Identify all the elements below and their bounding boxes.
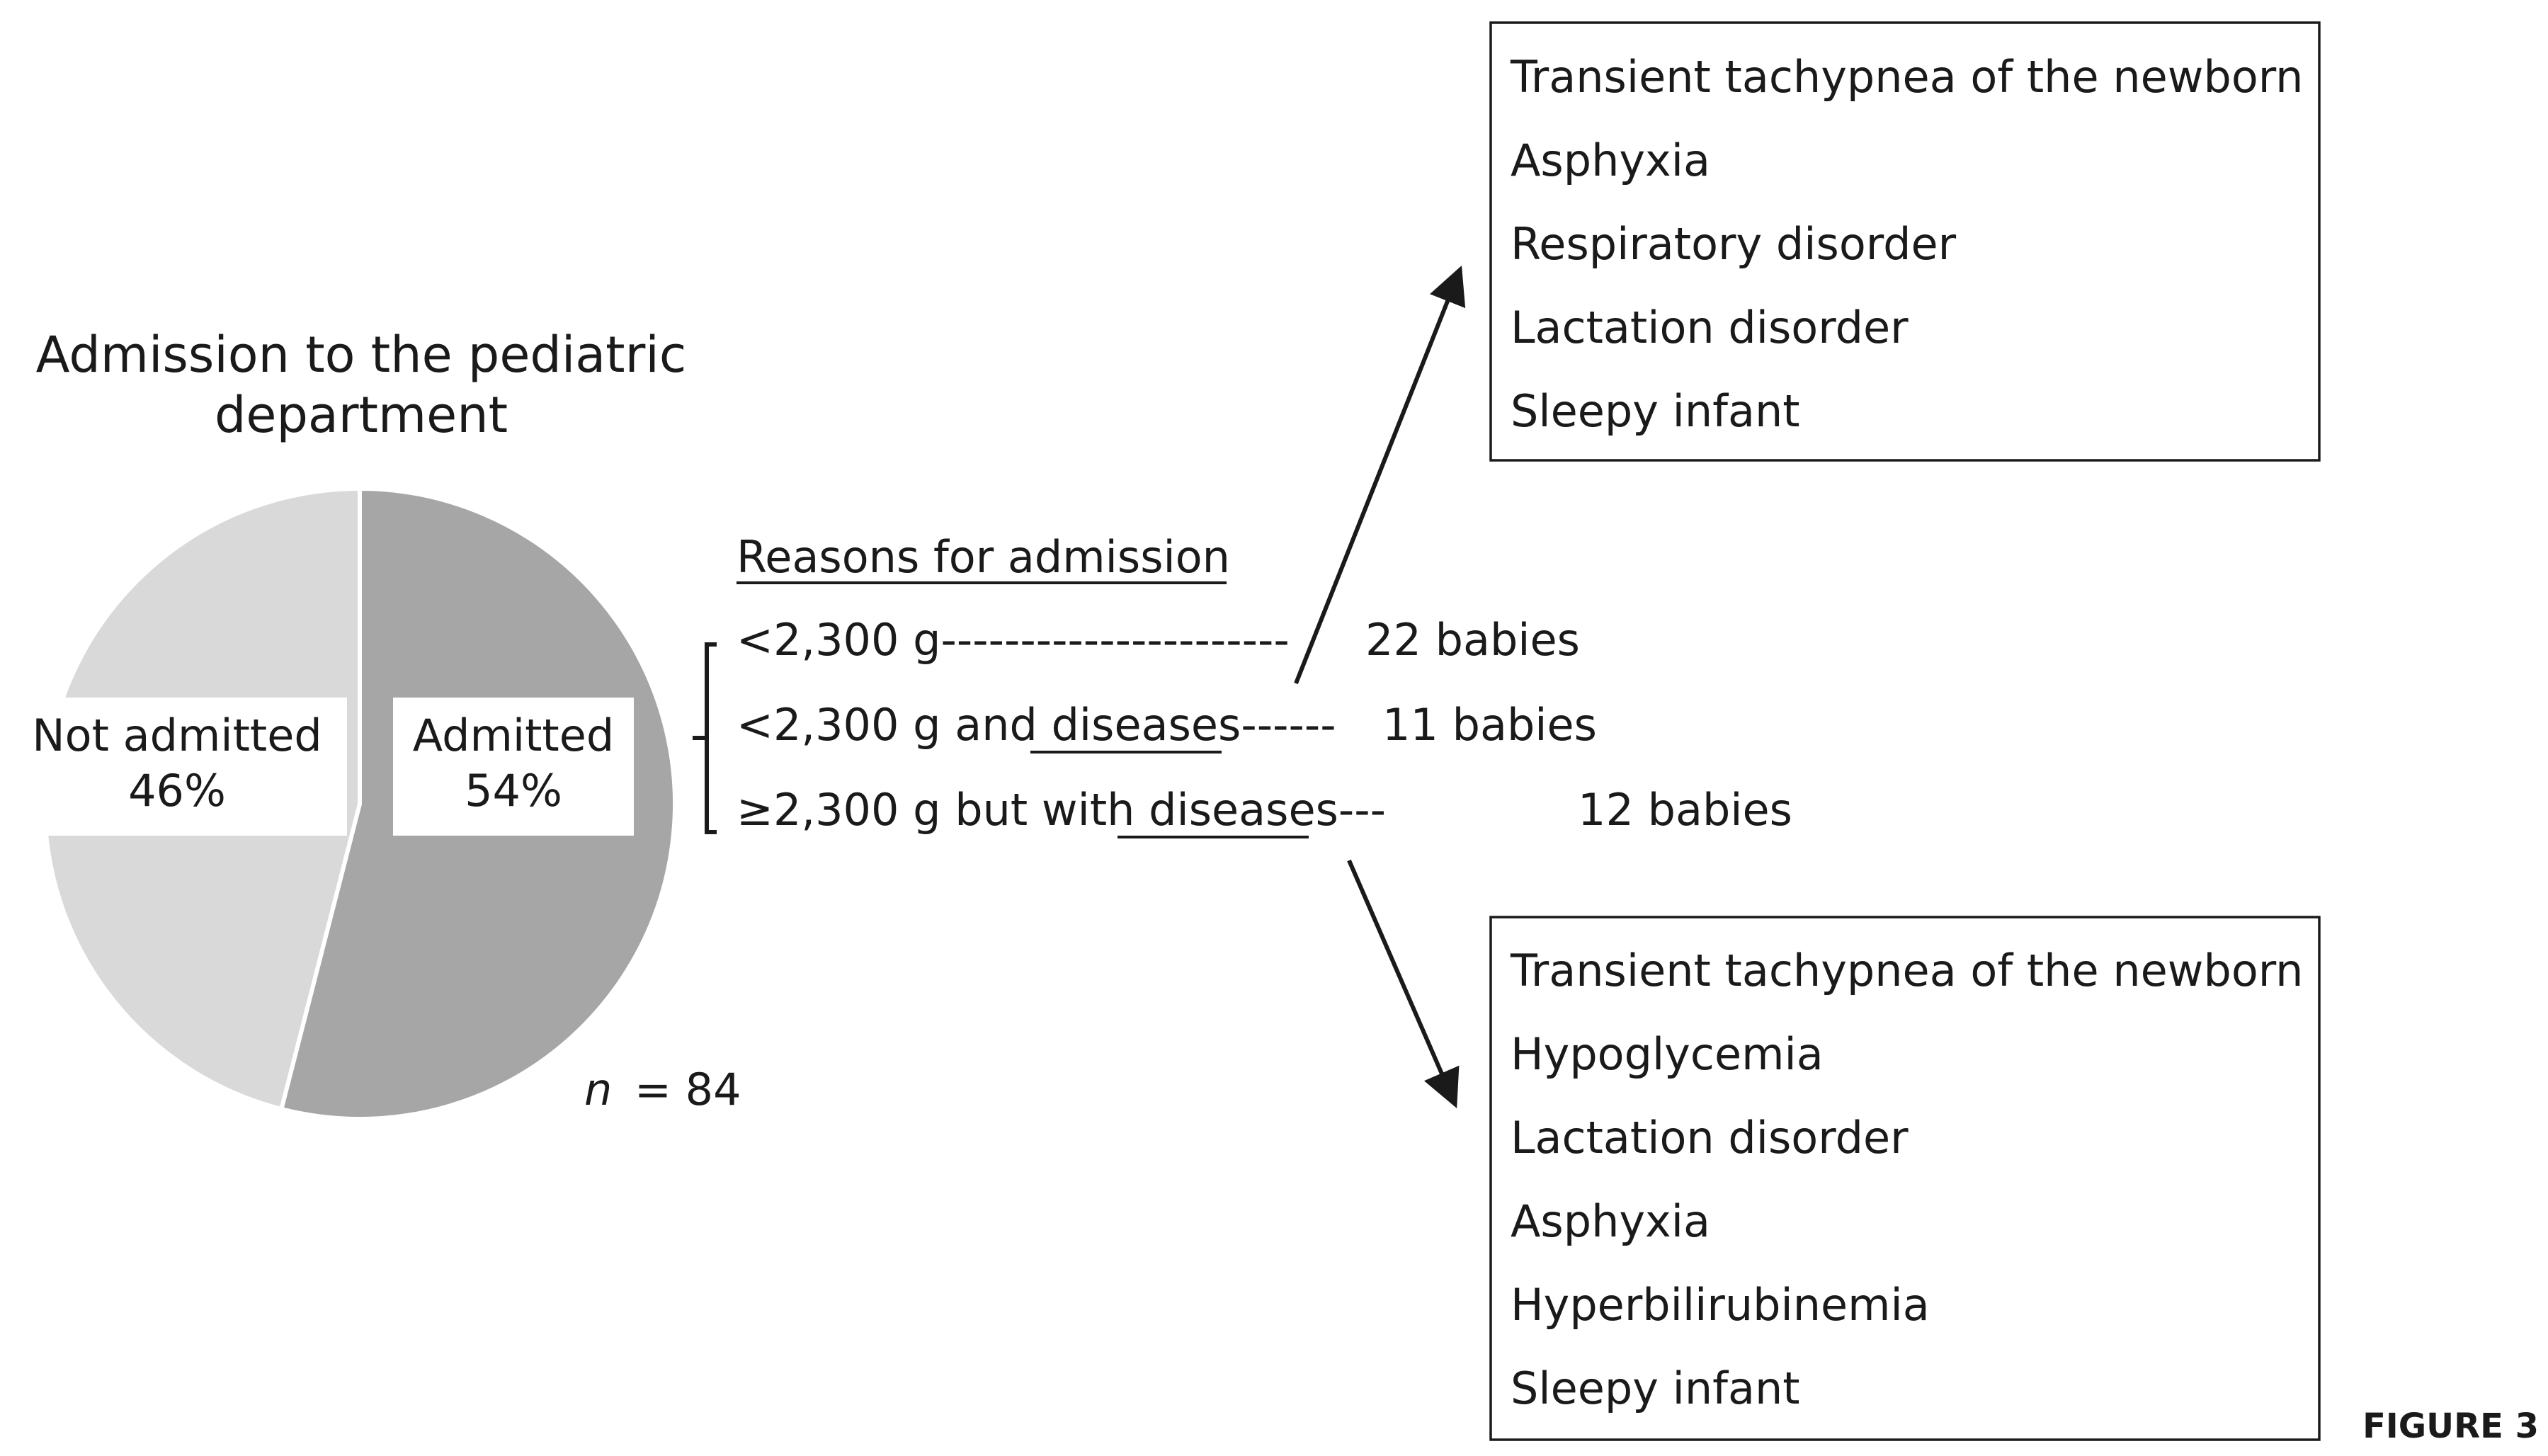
not-admitted-label: Not admitted (32, 710, 322, 761)
lower-box-frame (1489, 916, 2321, 1441)
sample-size-value: = 84 (635, 1064, 741, 1115)
reason-row-2-count: 11 babies (1382, 699, 1597, 751)
pie-title-line1: Admission to the pediatric (36, 326, 687, 384)
upper-box-item: Respiratory disorder (1511, 218, 1957, 270)
upper-box-item: Lactation disorder (1511, 302, 1909, 353)
arrow-to-lower-box (1347, 859, 1460, 1108)
upper-disease-box: Transient tachypnea of the newborn Asphy… (1489, 21, 2321, 462)
lower-box-item: Lactation disorder (1511, 1112, 1909, 1164)
lower-box-item: Sleepy infant (1511, 1363, 1800, 1414)
sample-size-n: n (584, 1064, 612, 1115)
upper-box-item: Transient tachypnea of the newborn (1510, 51, 2303, 103)
sample-size-label: n = 84 (584, 1064, 741, 1115)
reason-row-3-count: 12 babies (1578, 784, 1792, 836)
admitted-percent: 54% (465, 765, 562, 817)
lower-box-item: Hyperbilirubinemia (1511, 1279, 1930, 1331)
upper-box-item: Sleepy infant (1511, 385, 1800, 437)
lower-disease-box: Transient tachypnea of the newborn Hypog… (1489, 916, 2321, 1441)
reasons-heading: Reasons for admission (736, 531, 1230, 583)
upper-box-frame (1489, 21, 2321, 462)
reason-row-1: <2,300 g---------------------- (736, 614, 1290, 666)
reason-row-1-count: 22 babies (1365, 614, 1580, 666)
reason-row-2: <2,300 g and diseases------ (736, 699, 1336, 751)
pie-title-line2: department (215, 386, 508, 444)
not-admitted-percent: 46% (128, 765, 226, 817)
upper-box-item: Asphyxia (1511, 135, 1710, 186)
reason-row-3: ≥2,300 g but with diseases--- (736, 784, 1386, 836)
not-admitted-label-bg (32, 698, 347, 836)
admitted-label: Admitted (413, 710, 614, 761)
reasons-bracket (693, 642, 717, 834)
lower-box-item: Asphyxia (1511, 1195, 1710, 1247)
pie-chart: Admission to the pediatric department No… (32, 326, 741, 1121)
arrow-to-upper-box (1294, 265, 1466, 685)
lower-box-item: Hypoglycemia (1511, 1028, 1824, 1080)
figure-label: FIGURE 3 (2362, 1406, 2539, 1446)
lower-box-item: Transient tachypnea of the newborn (1510, 945, 2303, 996)
reasons-list: Reasons for admission <2,300 g----------… (736, 531, 1792, 838)
admitted-label-bg (393, 698, 634, 836)
